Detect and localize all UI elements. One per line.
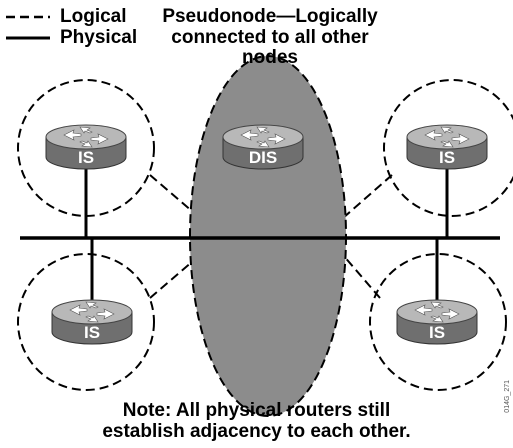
dis-router-label: DIS [249,148,277,167]
figure-id: 014G_271 [504,380,511,413]
logical-circle-bottom-right [369,253,507,391]
pseudonode-title-line1: Pseudonode—Logically [162,6,378,27]
note-line2: establish adjacency to each other. [102,421,411,442]
note-line1: Note: All physical routers still [122,400,391,421]
legend-physical-label: Physical [60,27,138,48]
pseudonode-ellipse [189,55,347,417]
logical-link-bottom-right [342,254,381,299]
logical-link-top-left [149,174,201,219]
logical-circle-bottom-left [17,253,155,391]
pseudonode-title-line2: connected to all other [171,27,369,48]
legend-logical-label: Logical [60,6,127,27]
router-label-top-right: IS [439,148,455,167]
pseudonode-title-line3: nodes [242,47,298,68]
logical-link-top-right [342,174,393,219]
logical-link-bottom-left [149,254,201,299]
router-label-bottom-right: IS [429,323,445,342]
router-label-bottom-left: IS [84,323,100,342]
logical-circle-top-right [383,79,513,217]
router-label-top-left: IS [78,148,94,167]
